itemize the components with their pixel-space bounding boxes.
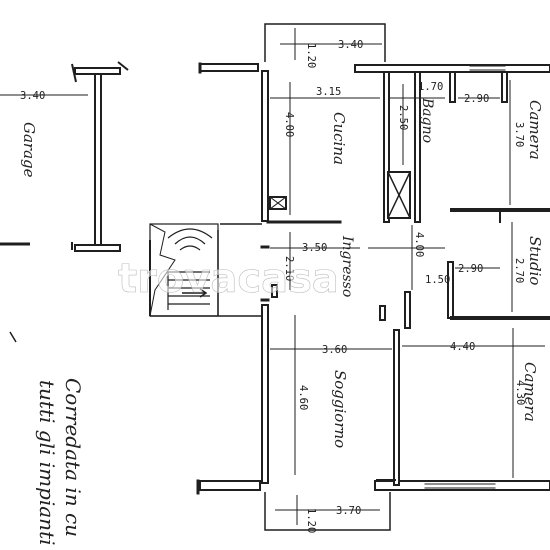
dim-ingresso-depth: 2.10 [283, 256, 295, 281]
room-garage-label: Garage [20, 122, 38, 178]
room-ingresso-label: Ingresso [339, 235, 355, 297]
dim-cucina-width: 3.15 [316, 86, 341, 98]
balconies [264, 23, 391, 531]
dim-balcony-bottom-width: 3.70 [336, 505, 361, 517]
dim-studio-depth: 2.70 [513, 258, 525, 283]
note-line-2: tutti gli impianti [35, 380, 59, 546]
dim-camera-bottom-width: 4.40 [450, 341, 475, 353]
dim-camera-bottom-depth: 4.30 [514, 380, 526, 405]
room-labels: Garage Cucina Bagno Camera Studio Ingres… [20, 97, 544, 448]
dim-camera-top-depth: 3.70 [513, 122, 525, 147]
room-studio-label: Studio [526, 236, 544, 285]
garage-outline [0, 61, 129, 252]
dim-garage-width: 3.40 [20, 90, 45, 102]
dim-hall-width: 1.50 [425, 274, 450, 286]
note-line-1: Corredata in cu [61, 378, 85, 537]
dim-cucina-depth: 4.00 [283, 112, 295, 137]
dim-balcony-top-width: 3.40 [338, 39, 363, 51]
handwritten-notes: Corredata in cu tutti gli impianti [9, 331, 85, 546]
dim-camera-top-width: 2.90 [464, 93, 489, 105]
dimension-lines [0, 28, 545, 525]
dim-bagno-width: 1.70 [418, 81, 443, 93]
dimension-labels: 3.40 1.20 3.40 3.15 4.00 1.70 2.50 2.90 … [20, 39, 526, 533]
dim-ingresso-width: 3.50 [302, 242, 327, 254]
dim-soggiorno-width: 3.60 [322, 344, 347, 356]
dim-bagno-depth: 2.50 [397, 105, 409, 130]
dim-hall-depth: 4.00 [413, 232, 425, 257]
room-bagno-label: Bagno [419, 97, 435, 143]
dim-studio-width: 2.90 [458, 263, 483, 275]
room-camera-top-label: Camera [526, 100, 544, 160]
staircase [149, 223, 262, 317]
room-soggiorno-label: Soggiorno [331, 370, 349, 448]
dim-soggiorno-depth: 4.60 [297, 385, 309, 410]
room-camera-bottom-label: Camera [521, 362, 539, 422]
walls [196, 62, 550, 495]
dim-balcony-top-depth: 1.20 [305, 43, 317, 68]
watermark: trovacasa [118, 256, 339, 302]
room-cucina-label: Cucina [330, 112, 348, 165]
dim-balcony-bottom-depth: 1.20 [305, 508, 317, 533]
